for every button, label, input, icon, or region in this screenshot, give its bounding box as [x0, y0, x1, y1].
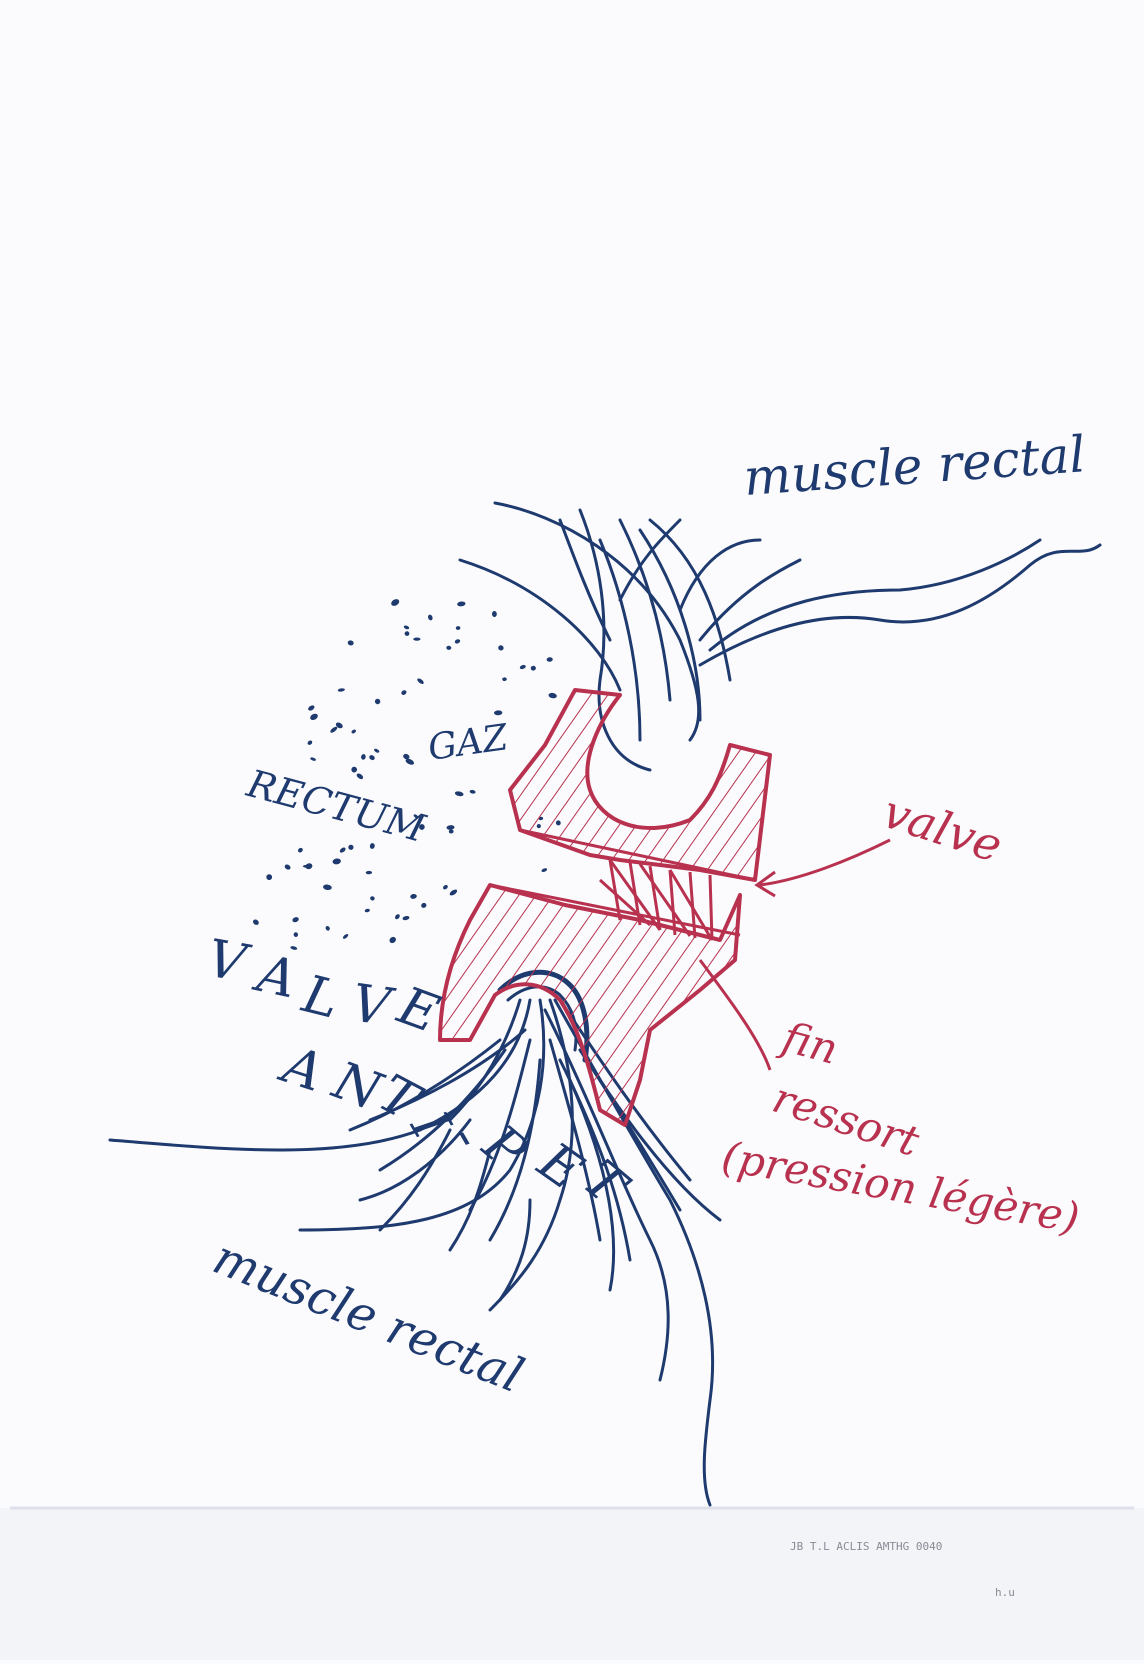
gas-dot [410, 894, 417, 900]
spring-pointer [700, 960, 770, 1070]
gas-dot [446, 825, 454, 830]
gas-dot [469, 789, 476, 794]
gas-dot [307, 704, 315, 712]
gas-dot [252, 918, 260, 926]
valve-anti-pet-letter: L [296, 964, 345, 1031]
gas-dot [403, 625, 409, 630]
gas-dot [351, 766, 358, 773]
gas-dot [546, 657, 553, 662]
label-fin: fin [775, 1012, 844, 1074]
gas-dot [457, 601, 466, 607]
gas-dot [394, 913, 401, 920]
gas-dot [374, 698, 381, 705]
gas-dot [519, 664, 526, 670]
gas-dot [292, 916, 300, 923]
valve-anti-pet-letter: V [348, 973, 398, 1038]
gas-dot [442, 884, 448, 890]
gas-dot [400, 689, 407, 696]
sheet-bottom-strip [0, 1508, 1144, 1660]
gas-dot [297, 847, 304, 853]
gas-dot [373, 748, 380, 754]
valve-anti-pet-letter: A [248, 943, 301, 1010]
gas-dot [456, 626, 461, 630]
gas-dot [530, 665, 536, 670]
footer-stamp: JB T.L ACLIS AMTHG 0040 [790, 1540, 942, 1553]
gas-dot [449, 829, 454, 834]
gas-dot [325, 925, 331, 931]
label-gaz: GAZ [426, 717, 512, 769]
valve-anti-pet-letter: A [272, 1034, 330, 1104]
gas-dot [413, 638, 420, 641]
gas-dot [405, 631, 410, 636]
gas-dot [339, 846, 347, 853]
gas-dot [427, 614, 433, 621]
gas-dot [347, 640, 354, 646]
gas-dot [416, 677, 424, 685]
gas-dot [446, 646, 451, 651]
gas-dot [329, 726, 338, 734]
gas-dot [356, 772, 365, 780]
gas-dot [307, 740, 313, 746]
gas-dot [454, 638, 461, 644]
gas-dot [323, 884, 333, 891]
gas-dot [342, 933, 349, 940]
label-rectum: RECTUM [242, 761, 431, 851]
gas-dot [368, 754, 375, 761]
gas-dot [310, 757, 317, 762]
corner-mark: h.u [995, 1586, 1015, 1599]
gas-dot [388, 936, 397, 945]
gas-dot [492, 611, 497, 617]
valve-pointer [760, 840, 890, 885]
gas-dot [338, 688, 346, 692]
gas-dot [351, 729, 357, 734]
gas-dot [265, 873, 272, 880]
gas-dot [332, 858, 341, 865]
gas-dot [369, 896, 375, 902]
gas-dot [420, 902, 427, 909]
label-muscle-rectal-top: muscle rectal [742, 425, 1087, 507]
gas-dot [305, 862, 313, 870]
gas-dot [293, 932, 298, 937]
gas-dot [364, 908, 370, 913]
gas-dot [449, 888, 458, 896]
gas-dot [402, 915, 410, 920]
gas-dot [284, 864, 292, 871]
label-muscle-rectal-bottom: muscle rectal [206, 1229, 532, 1404]
gas-dot [348, 845, 353, 850]
valve-anti-pet-letter: V [203, 929, 255, 995]
gas-dot [361, 754, 367, 760]
gas-dot [454, 791, 464, 797]
gas-dot [494, 710, 503, 715]
gas-dot [548, 692, 557, 699]
gas-dot [497, 644, 504, 651]
gas-dot [309, 713, 319, 722]
gas-dot [390, 598, 400, 607]
label-valve: valve [877, 784, 1009, 873]
gas-dot [366, 871, 372, 875]
gas-dot [541, 867, 548, 872]
gas-dot [369, 843, 375, 850]
gas-dot [502, 677, 507, 681]
